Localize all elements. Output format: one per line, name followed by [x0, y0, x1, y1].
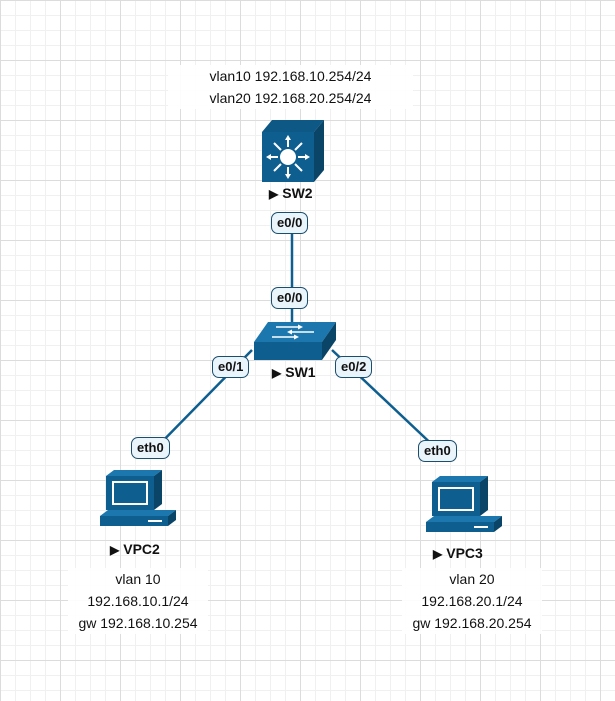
sw2-node-label[interactable]: ▶SW2 [269, 185, 313, 201]
vpc2-ip-note: vlan 10 192.168.10.1/24 gw 192.168.10.25… [68, 568, 208, 634]
play-icon[interactable]: ▶ [433, 547, 443, 561]
sw2-note-line: vlan20 192.168.20.254/24 [209, 90, 372, 106]
sw2-l3-switch-icon[interactable] [262, 120, 324, 182]
vpc3-note-line: gw 192.168.20.254 [412, 615, 532, 631]
vpc3-note-line: 192.168.20.1/24 [421, 593, 523, 609]
sw2-label-text: SW2 [282, 185, 313, 201]
vpc2-node-label[interactable]: ▶VPC2 [110, 541, 160, 557]
port-label-sw1-e0-1[interactable]: e0/1 [212, 356, 250, 378]
sw1-switch-icon[interactable] [254, 322, 336, 360]
play-icon[interactable]: ▶ [110, 543, 120, 557]
vpc2-note-line: gw 192.168.10.254 [78, 615, 198, 631]
sw1-node-label[interactable]: ▶SW1 [272, 364, 316, 380]
play-icon[interactable]: ▶ [272, 366, 282, 380]
vpc3-label-text: VPC3 [446, 545, 483, 561]
port-label-sw2-e0-0[interactable]: e0/0 [271, 212, 309, 234]
vpc2-note-line: 192.168.10.1/24 [87, 593, 189, 609]
vpc3-note-line: vlan 20 [449, 571, 495, 587]
port-label-vpc2-eth0[interactable]: eth0 [131, 437, 170, 459]
vpc2-note-line: vlan 10 [115, 571, 161, 587]
play-icon[interactable]: ▶ [269, 187, 279, 201]
vpc3-ip-note: vlan 20 192.168.20.1/24 gw 192.168.20.25… [402, 568, 542, 634]
sw1-label-text: SW1 [285, 364, 316, 380]
vpc3-computer-icon[interactable] [426, 476, 502, 532]
vpc2-label-text: VPC2 [123, 541, 160, 557]
port-label-sw1-e0-2[interactable]: e0/2 [335, 356, 373, 378]
sw2-note-line: vlan10 192.168.10.254/24 [209, 68, 372, 84]
vpc2-computer-icon[interactable] [100, 470, 176, 526]
vpc3-node-label[interactable]: ▶VPC3 [433, 545, 483, 561]
sw2-ip-note: vlan10 192.168.10.254/24 vlan20 192.168.… [168, 65, 413, 109]
port-label-vpc3-eth0[interactable]: eth0 [418, 440, 457, 462]
port-label-sw1-e0-0[interactable]: e0/0 [271, 287, 309, 309]
